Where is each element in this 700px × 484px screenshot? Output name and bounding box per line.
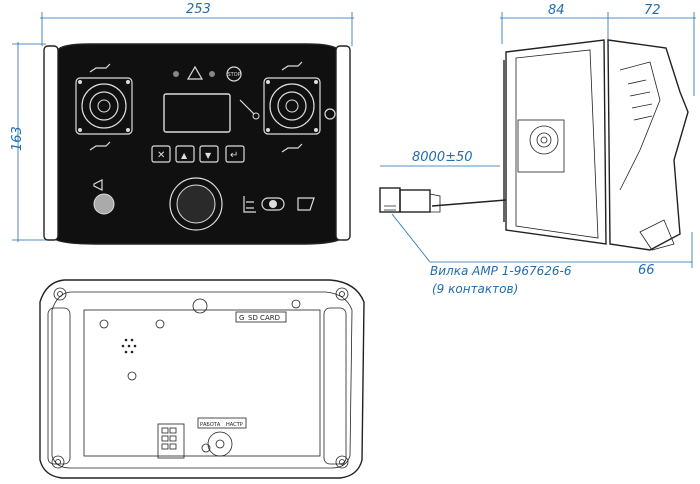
screw-bottom-right [335,455,349,469]
right-handle [335,45,351,241]
side-view: 84 72 8000±50 66 Вилка AMP 1-967626-6 (9… [379,3,696,296]
right-grip [323,307,347,465]
joystick-handle-side [607,39,689,251]
dim-width-label: 253 [186,2,211,17]
enter-button[interactable] [225,145,245,163]
dim-bottom-label: 66 [638,263,655,278]
right-joystick [263,77,321,135]
mode-label-plate [197,417,247,429]
cancel-button[interactable] [151,145,171,163]
sd-card-label: SD CARD [248,314,280,322]
encoder-knob[interactable] [176,184,216,224]
svg-text:▼: ▼ [205,151,212,160]
cable [431,199,507,207]
connector-label-line2: (9 контактов) [432,282,518,296]
left-grip [47,307,71,465]
rear-plate [83,309,321,457]
screw-bottom-left [51,455,65,469]
left-joystick [75,77,133,135]
dim-height-label: 163 [10,126,25,151]
mode-switch[interactable] [207,431,233,457]
bucket-icon [297,197,315,211]
warning-icon [186,65,204,80]
rear-connector [157,423,185,459]
boom-up-icon [281,61,303,71]
wrench-icon [239,99,255,115]
connector-label-line1: Вилка AMP 1-967626-6 [430,264,572,278]
dim-depth-label: 84 [548,3,565,18]
screw-top-left [53,287,67,301]
screw-top-right [335,287,349,301]
dim-handle-label: 72 [644,3,661,18]
sd-card-slot [235,311,287,323]
rear-body [39,279,365,479]
svg-text:НАСТР: НАСТР [226,422,243,428]
power-led [173,71,179,77]
connector-plug [379,187,401,213]
lift-down-icon [89,141,111,151]
horn-button[interactable] [93,193,115,215]
left-handle [43,45,59,241]
toggle-switch[interactable] [261,197,285,211]
rear-view: G SD CARD РАБОТА НАСТР [39,279,365,479]
horn-icon [93,179,103,191]
up-button[interactable] [175,145,195,163]
svg-text:↵: ↵ [230,150,238,161]
boom-down-icon [281,143,303,153]
dim-cable-label: 8000±50 [412,150,473,165]
side-body [505,39,607,245]
warning-led [209,71,215,77]
svg-text:✕: ✕ [157,150,165,161]
stop-icon [226,66,242,82]
side-connector-flange [529,125,559,155]
menu-buttons: ✕ ▲ ▼ ↵ [151,145,245,163]
speaker-grille [121,338,137,354]
grid-icon [243,196,256,213]
encoder-ring [169,177,223,231]
down-button[interactable] [199,145,219,163]
svg-text:STOP: STOP [228,72,241,78]
lcd-display [163,93,231,133]
svg-text:▲: ▲ [181,151,188,160]
rotate-icon [324,108,336,120]
vent-plug [192,298,208,314]
svg-text:РАБОТА: РАБОТА [200,422,221,428]
lift-up-icon [89,63,111,73]
svg-text:G: G [239,314,244,322]
front-view: 253 163 [10,2,354,245]
